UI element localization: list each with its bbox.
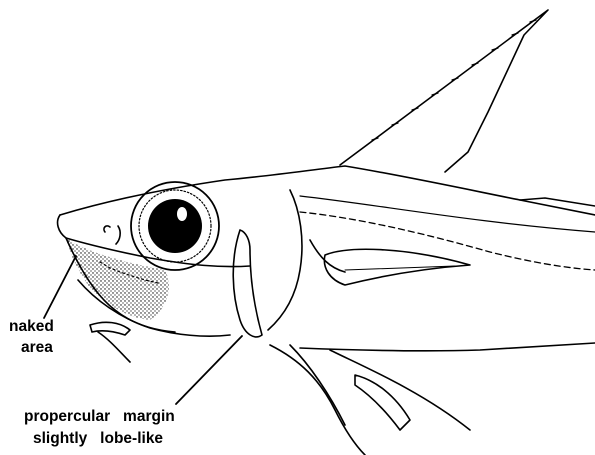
pectoral-fin <box>324 249 470 285</box>
eye <box>131 182 219 270</box>
preopercle-lobe <box>233 230 262 337</box>
label-naked: naked <box>9 318 54 336</box>
label-propercular-margin: propercular margin <box>24 408 175 426</box>
pelvic-fin <box>270 345 410 455</box>
operculum <box>268 190 345 330</box>
dorsal-fin <box>340 10 548 172</box>
margin-leader <box>176 336 242 404</box>
lateral-line <box>300 212 595 270</box>
label-area: area <box>21 339 53 357</box>
label-slightly-lobe-like: slightly lobe-like <box>33 430 163 448</box>
naked-area-leader <box>44 256 76 318</box>
nostril-marks <box>104 226 120 244</box>
